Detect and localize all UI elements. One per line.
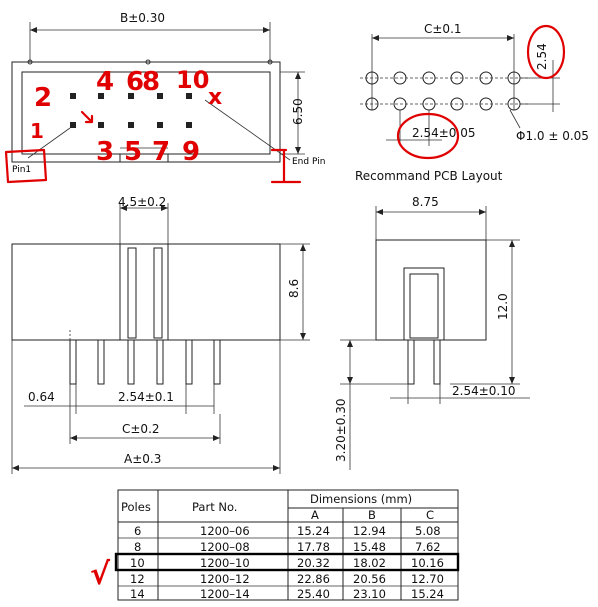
table-cell-a: 20.32 bbox=[297, 556, 330, 570]
table-cell-part: 1200–06 bbox=[200, 524, 250, 538]
front-dim-a-label: A±0.3 bbox=[124, 452, 161, 466]
table-cell-b: 20.56 bbox=[353, 572, 386, 586]
table-cell-poles: 12 bbox=[130, 572, 145, 586]
hw-check-mark: √ bbox=[90, 557, 111, 592]
arrow-mark bbox=[80, 110, 94, 124]
dimensions-table: Poles Part No. Dimensions (mm) A B C 6 1… bbox=[114, 489, 460, 601]
table-cell-poles: 8 bbox=[134, 540, 141, 554]
table-cell-b: 18.02 bbox=[353, 556, 386, 570]
pcb-hole-grid bbox=[360, 71, 530, 111]
table-cell-c: 10.16 bbox=[411, 556, 444, 570]
table-cell-c: 5.08 bbox=[415, 524, 441, 538]
hw-number-8: 8 bbox=[142, 67, 160, 97]
table-header-poles: Poles bbox=[121, 500, 151, 514]
pcb-dim-c-label: C±0.1 bbox=[424, 22, 462, 36]
table-cell-a: 15.24 bbox=[297, 524, 330, 538]
table-cell-part: 1200–14 bbox=[200, 587, 250, 601]
table-row: 10 1200–10 20.32 18.02 10.16 bbox=[130, 556, 444, 570]
pcb-hole-diameter-label: Φ1.0 ± 0.05 bbox=[516, 129, 589, 143]
table-cell-a: 25.40 bbox=[297, 587, 330, 601]
table-header-c: C bbox=[426, 508, 434, 522]
hw-number-6: 6 bbox=[126, 67, 144, 97]
table-cell-a: 22.86 bbox=[297, 572, 330, 586]
hw-number-1: 1 bbox=[30, 119, 44, 143]
table-cell-c: 7.62 bbox=[415, 540, 441, 554]
table-row: 12 1200–12 22.86 20.56 12.70 bbox=[130, 572, 444, 586]
side-dim-pitch-label: 2.54±0.10 bbox=[452, 384, 516, 398]
table-cell-poles: 14 bbox=[130, 587, 145, 601]
table-cell-part: 1200–10 bbox=[200, 556, 250, 570]
hw-number-5: 5 bbox=[124, 137, 142, 167]
hw-number-4: 4 bbox=[96, 67, 114, 97]
table-row: 8 1200–08 17.78 15.48 7.62 bbox=[134, 540, 441, 554]
selected-row-highlight bbox=[114, 552, 460, 572]
front-dim-pin-width-label: 0.64 bbox=[28, 390, 55, 404]
pitch-horizontal-circle bbox=[396, 112, 460, 160]
side-dim-tail-label: 3.20±0.30 bbox=[334, 399, 348, 463]
table-header-b: B bbox=[368, 508, 376, 522]
table-cell-c: 12.70 bbox=[411, 572, 444, 586]
hw-number-2: 2 bbox=[34, 83, 52, 113]
pcb-pitch-horizontal-label: 2.54±0.05 bbox=[412, 126, 476, 140]
hw-number-10: 10 bbox=[176, 66, 209, 94]
front-dim-height-label: 8.6 bbox=[287, 279, 301, 298]
pin1-label: Pin1 bbox=[12, 165, 31, 175]
end-pin-mark bbox=[270, 148, 302, 184]
dim-b-label: B±0.30 bbox=[120, 11, 165, 25]
table-header-dimensions: Dimensions (mm) bbox=[310, 492, 412, 506]
top-view: B±0.30 6.50 End Pin Pin1 bbox=[11, 11, 325, 175]
table-cell-c: 15.24 bbox=[411, 587, 444, 601]
hw-number-9: 9 bbox=[182, 137, 200, 167]
table-cell-a: 17.78 bbox=[297, 540, 330, 554]
front-dim-pitch-label: 2.54±0.1 bbox=[118, 390, 174, 404]
end-pin-label: End Pin bbox=[292, 157, 325, 167]
table-cell-part: 1200–12 bbox=[200, 572, 250, 586]
hw-number-3: 3 bbox=[96, 137, 114, 167]
handwritten-annotations: 2 1 4 6 8 10 3 5 7 9 x √ bbox=[4, 24, 566, 592]
table-cell-b: 15.48 bbox=[353, 540, 386, 554]
table-cell-poles: 6 bbox=[134, 524, 141, 538]
table-header-part: Part No. bbox=[192, 500, 237, 514]
front-pins bbox=[69, 330, 221, 385]
pcb-pitch-vertical-label: 2.54 bbox=[535, 43, 549, 70]
table-cell-poles: 10 bbox=[130, 556, 145, 570]
hw-number-7: 7 bbox=[152, 137, 170, 167]
hw-x-mark: x bbox=[208, 85, 222, 110]
front-dim-c-label: C±0.2 bbox=[122, 422, 160, 436]
pcb-layout: C±0.1 2.54 2.54±0.05 Φ1.0 ± 0.05 Recomma… bbox=[355, 22, 589, 183]
front-view: 4.5±0.2 8.6 0.64 2. bbox=[11, 195, 310, 474]
table-header-a: A bbox=[311, 508, 319, 522]
table-cell-b: 12.94 bbox=[353, 524, 386, 538]
pitch-vertical-circle bbox=[526, 24, 566, 80]
pcb-caption: Recommand PCB Layout bbox=[355, 169, 503, 183]
side-view: 8.75 12.0 2.54±0.10 3.20±0.30 bbox=[334, 195, 530, 470]
pin1-circle-mark bbox=[4, 148, 48, 184]
table-cell-part: 1200–08 bbox=[200, 540, 250, 554]
dim-height-label: 6.50 bbox=[291, 98, 305, 125]
front-dim-slot-label: 4.5±0.2 bbox=[118, 195, 166, 209]
table-cell-b: 23.10 bbox=[353, 587, 386, 601]
side-dim-height-label: 12.0 bbox=[496, 293, 510, 320]
table-row: 14 1200–14 25.40 23.10 15.24 bbox=[130, 587, 444, 601]
side-dim-width-label: 8.75 bbox=[412, 195, 439, 209]
table-row: 6 1200–06 15.24 12.94 5.08 bbox=[134, 524, 441, 538]
